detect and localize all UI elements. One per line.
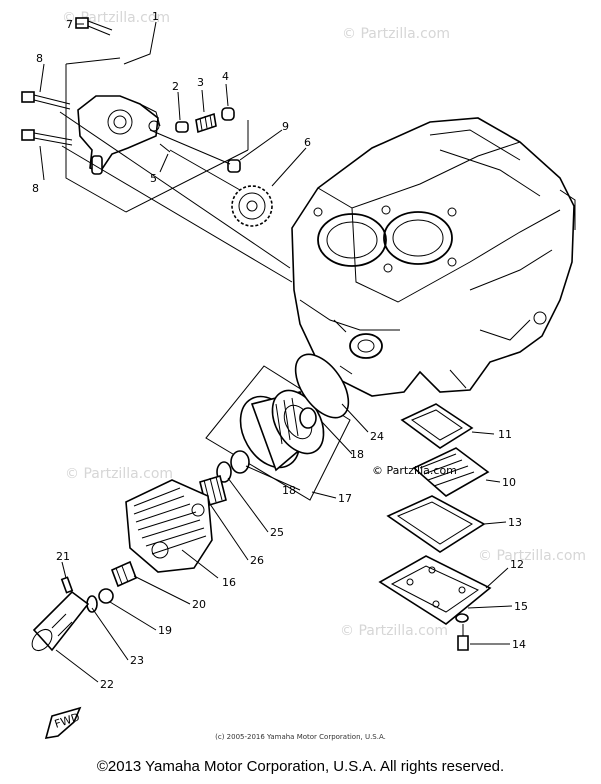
watermark: © Partzilla.com bbox=[340, 623, 448, 639]
washer-18a bbox=[299, 407, 317, 429]
callout-label: 13 bbox=[508, 516, 522, 529]
spring-20 bbox=[110, 560, 138, 588]
callout-label: 19 bbox=[158, 624, 172, 637]
callout-label: 3 bbox=[197, 76, 204, 89]
callout-label: 5 bbox=[150, 172, 157, 185]
callout-label: 4 bbox=[222, 70, 229, 83]
crankcase bbox=[291, 117, 576, 397]
callout-label: 26 bbox=[250, 554, 264, 567]
watermark-group: © Partzilla.com © Partzilla.com © Partzi… bbox=[62, 10, 586, 639]
oil-filter-group bbox=[199, 353, 351, 508]
part-9-dowel bbox=[227, 159, 241, 173]
center-watermark: © Partzilla.com bbox=[372, 464, 457, 477]
watermark: © Partzilla.com bbox=[478, 548, 586, 564]
bolt-part-8a bbox=[21, 91, 71, 110]
ball-19 bbox=[98, 588, 114, 604]
watermark: © Partzilla.com bbox=[342, 26, 450, 42]
watermark: © Partzilla.com bbox=[65, 466, 173, 482]
callout-label: 17 bbox=[338, 492, 352, 505]
callout-label: 12 bbox=[510, 558, 524, 571]
callout-label: 20 bbox=[192, 598, 206, 611]
callout-label: 16 bbox=[222, 576, 236, 589]
covers-group bbox=[378, 403, 492, 651]
callout-label: 1 bbox=[152, 10, 159, 23]
bolt-part-8b bbox=[21, 129, 73, 146]
callout-label: 18 bbox=[282, 484, 296, 497]
bolt-part-7 bbox=[75, 17, 113, 36]
washer-15 bbox=[455, 613, 469, 623]
callout-label: 15 bbox=[514, 600, 528, 613]
callout-label: 21 bbox=[56, 550, 70, 563]
callout-label: 10 bbox=[502, 476, 516, 489]
callout-label: 9 bbox=[282, 120, 289, 133]
callout-label: 25 bbox=[270, 526, 284, 539]
callout-label: 8 bbox=[36, 52, 43, 65]
pin-21 bbox=[60, 576, 74, 594]
callout-label: 11 bbox=[498, 428, 512, 441]
part-4-cap bbox=[221, 107, 235, 121]
oil-pump-group bbox=[21, 17, 293, 283]
callout-labels: 1 2 3 4 5 6 7 8 8 9 10 11 12 13 14 15 16… bbox=[32, 10, 528, 691]
oil-pan-cover-12 bbox=[378, 555, 492, 625]
drive-gear-6 bbox=[231, 185, 273, 227]
washer-18b bbox=[230, 450, 250, 474]
o-ring-24 bbox=[294, 353, 350, 419]
callout-label: 23 bbox=[130, 654, 144, 667]
callout-label: 8 bbox=[32, 182, 39, 195]
callout-label: 14 bbox=[512, 638, 526, 651]
leader-lines bbox=[39, 21, 513, 683]
part-2-pin bbox=[175, 121, 189, 133]
callout-label: 7 bbox=[66, 18, 73, 31]
pipe-22 bbox=[32, 590, 90, 652]
bolt-14 bbox=[457, 635, 469, 651]
footer-copyright: ©2013 Yamaha Motor Corporation, U.S.A. A… bbox=[96, 758, 505, 775]
callout-label: 2 bbox=[172, 80, 179, 93]
callout-label: 18 bbox=[350, 448, 364, 461]
callout-label: 6 bbox=[304, 136, 311, 149]
relief-valve-group bbox=[31, 560, 138, 652]
callout-label: 22 bbox=[100, 678, 114, 691]
gasket-11 bbox=[400, 403, 474, 449]
filter-cover-16 bbox=[125, 479, 213, 573]
watermark: © Partzilla.com bbox=[62, 10, 170, 26]
callout-label: 24 bbox=[370, 430, 384, 443]
small-copyright: (c) 2005-2016 Yamaha Motor Corporation, … bbox=[215, 733, 386, 741]
